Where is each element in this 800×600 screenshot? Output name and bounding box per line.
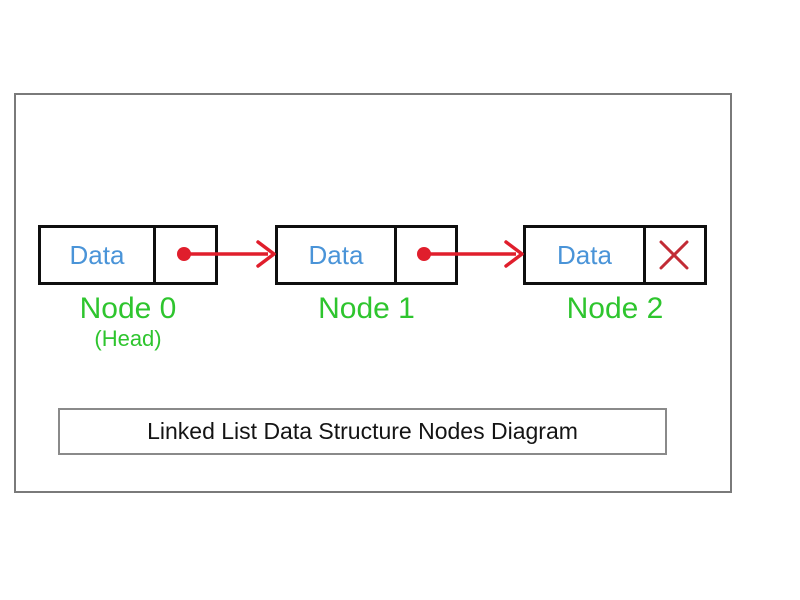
linked-list-node-2: Data	[523, 225, 707, 285]
linked-list-node-1: Data	[275, 225, 458, 285]
node-1-label: Node 1	[318, 292, 415, 325]
node-0-head-sublabel: (Head)	[94, 326, 162, 351]
node-1-data-label: Data	[308, 239, 364, 270]
node-0-label: Node 0	[79, 292, 177, 325]
node-1-pointer-cell	[397, 228, 455, 282]
linked-list-node-0: Data	[38, 225, 218, 285]
node-2-pointer-cell	[646, 228, 704, 282]
node-0-pointer-cell	[156, 228, 215, 282]
node-0-data-cell: Data	[41, 228, 156, 282]
caption-text: Linked List Data Structure Nodes Diagram	[147, 418, 578, 444]
node-2-data-cell: Data	[526, 228, 646, 282]
node-0-data-label: Data	[69, 239, 125, 270]
node-1-data-cell: Data	[278, 228, 397, 282]
node-2-data-label: Data	[557, 239, 612, 270]
caption-box: Linked List Data Structure Nodes Diagram	[58, 408, 667, 455]
node-2-label: Node 2	[566, 292, 664, 325]
